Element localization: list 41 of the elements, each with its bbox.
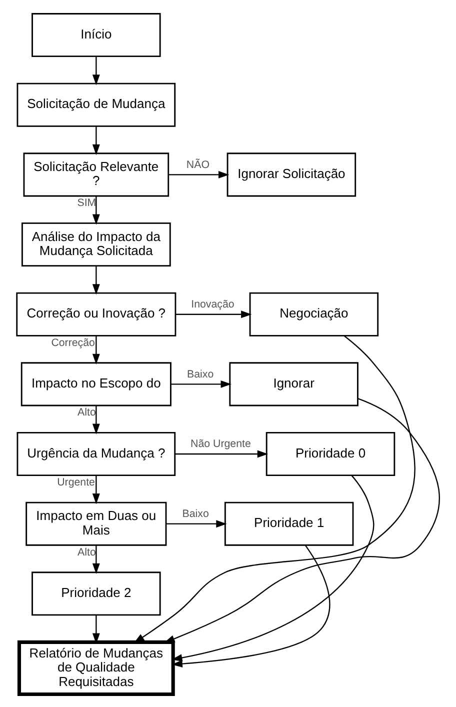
arrow bbox=[168, 170, 229, 178]
arrow bbox=[175, 310, 252, 318]
arrow bbox=[92, 405, 100, 434]
edge-label: Alto bbox=[77, 406, 96, 418]
edge-label: Alto bbox=[77, 546, 96, 558]
arrow bbox=[166, 520, 226, 528]
node-box: Ignorar Solicitação bbox=[226, 152, 356, 196]
edge-label: Correção bbox=[50, 336, 94, 348]
node-box: Análise do Impacto da Mudança Solicitada bbox=[21, 222, 170, 266]
node-box: Impacto em Duas ou Mais bbox=[25, 501, 166, 546]
arrow bbox=[92, 126, 100, 155]
node-box: Início bbox=[31, 12, 160, 57]
arrow bbox=[92, 265, 100, 294]
edge-label: Baixo bbox=[182, 507, 208, 520]
node-box: Solicitação Relevante ? bbox=[22, 152, 169, 196]
arrow bbox=[164, 397, 440, 642]
node-box: Solicitação de Mudança bbox=[16, 82, 176, 126]
arrow bbox=[92, 56, 100, 85]
node-box: Ignorar bbox=[228, 362, 358, 406]
arrow bbox=[92, 196, 100, 224]
arrow bbox=[92, 335, 100, 364]
arrow bbox=[92, 544, 100, 574]
edge-label: NÃO bbox=[186, 158, 209, 170]
edge-label: Baixo bbox=[186, 368, 214, 380]
arrow bbox=[174, 450, 268, 458]
node-box: Prioridade 1 bbox=[224, 501, 354, 546]
node-box: Negociação bbox=[248, 292, 378, 336]
arrow bbox=[92, 614, 100, 644]
arrow bbox=[133, 334, 415, 643]
edge-label: Inovação bbox=[190, 298, 234, 310]
node-box: Relatório de Mudanças de Qualidade Requisitadas bbox=[16, 640, 174, 696]
edge-label: Urgente bbox=[56, 476, 94, 488]
arrow bbox=[170, 380, 231, 388]
node-box: Correção ou Inovação ? bbox=[16, 292, 176, 336]
node-box: Prioridade 0 bbox=[265, 432, 395, 476]
edge-label: Não Urgente bbox=[190, 438, 250, 450]
node-box: Impacto no Escopo do bbox=[20, 362, 171, 406]
edge-label: SIM bbox=[76, 196, 96, 209]
arrow bbox=[92, 474, 100, 504]
node-box: Urgência da Mudança ? bbox=[16, 432, 176, 476]
node-box: Prioridade 2 bbox=[31, 571, 160, 616]
